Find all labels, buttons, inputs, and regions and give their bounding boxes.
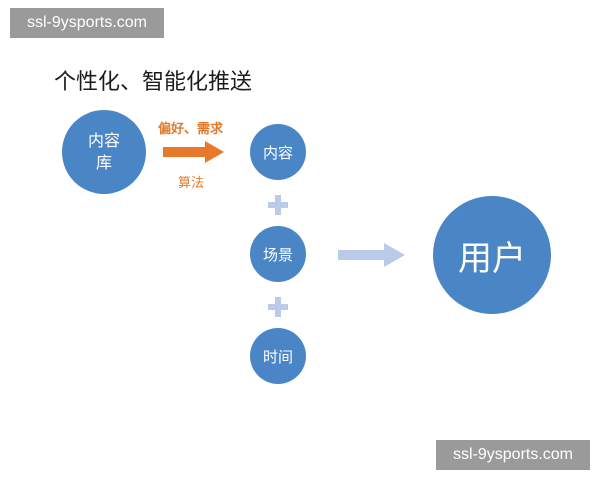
node-content-library-label: 内容库 [87,131,120,172]
watermark-top: ssl-9ysports.com [10,8,164,38]
light-arrow-icon [338,243,405,267]
watermark-bottom: ssl-9ysports.com [436,440,590,470]
node-user-label: 用户 [458,238,526,279]
plus-icon [268,195,288,215]
node-content-label: 内容 [262,143,293,162]
node-scene-label: 场景 [262,245,293,264]
node-content-library: 内容库 [62,110,146,194]
node-time-label: 时间 [262,347,293,366]
arrow-label-preference: 偏好、需求 [158,122,224,137]
node-time: 时间 [250,328,306,384]
plus-icon [268,297,288,317]
orange-arrow-icon [163,141,224,163]
node-user: 用户 [433,196,551,314]
arrow-label-algorithm: 算法 [178,176,205,191]
node-content: 内容 [250,124,306,180]
diagram-title: 个性化、智能化推送 [54,70,253,95]
node-scene: 场景 [250,226,306,282]
